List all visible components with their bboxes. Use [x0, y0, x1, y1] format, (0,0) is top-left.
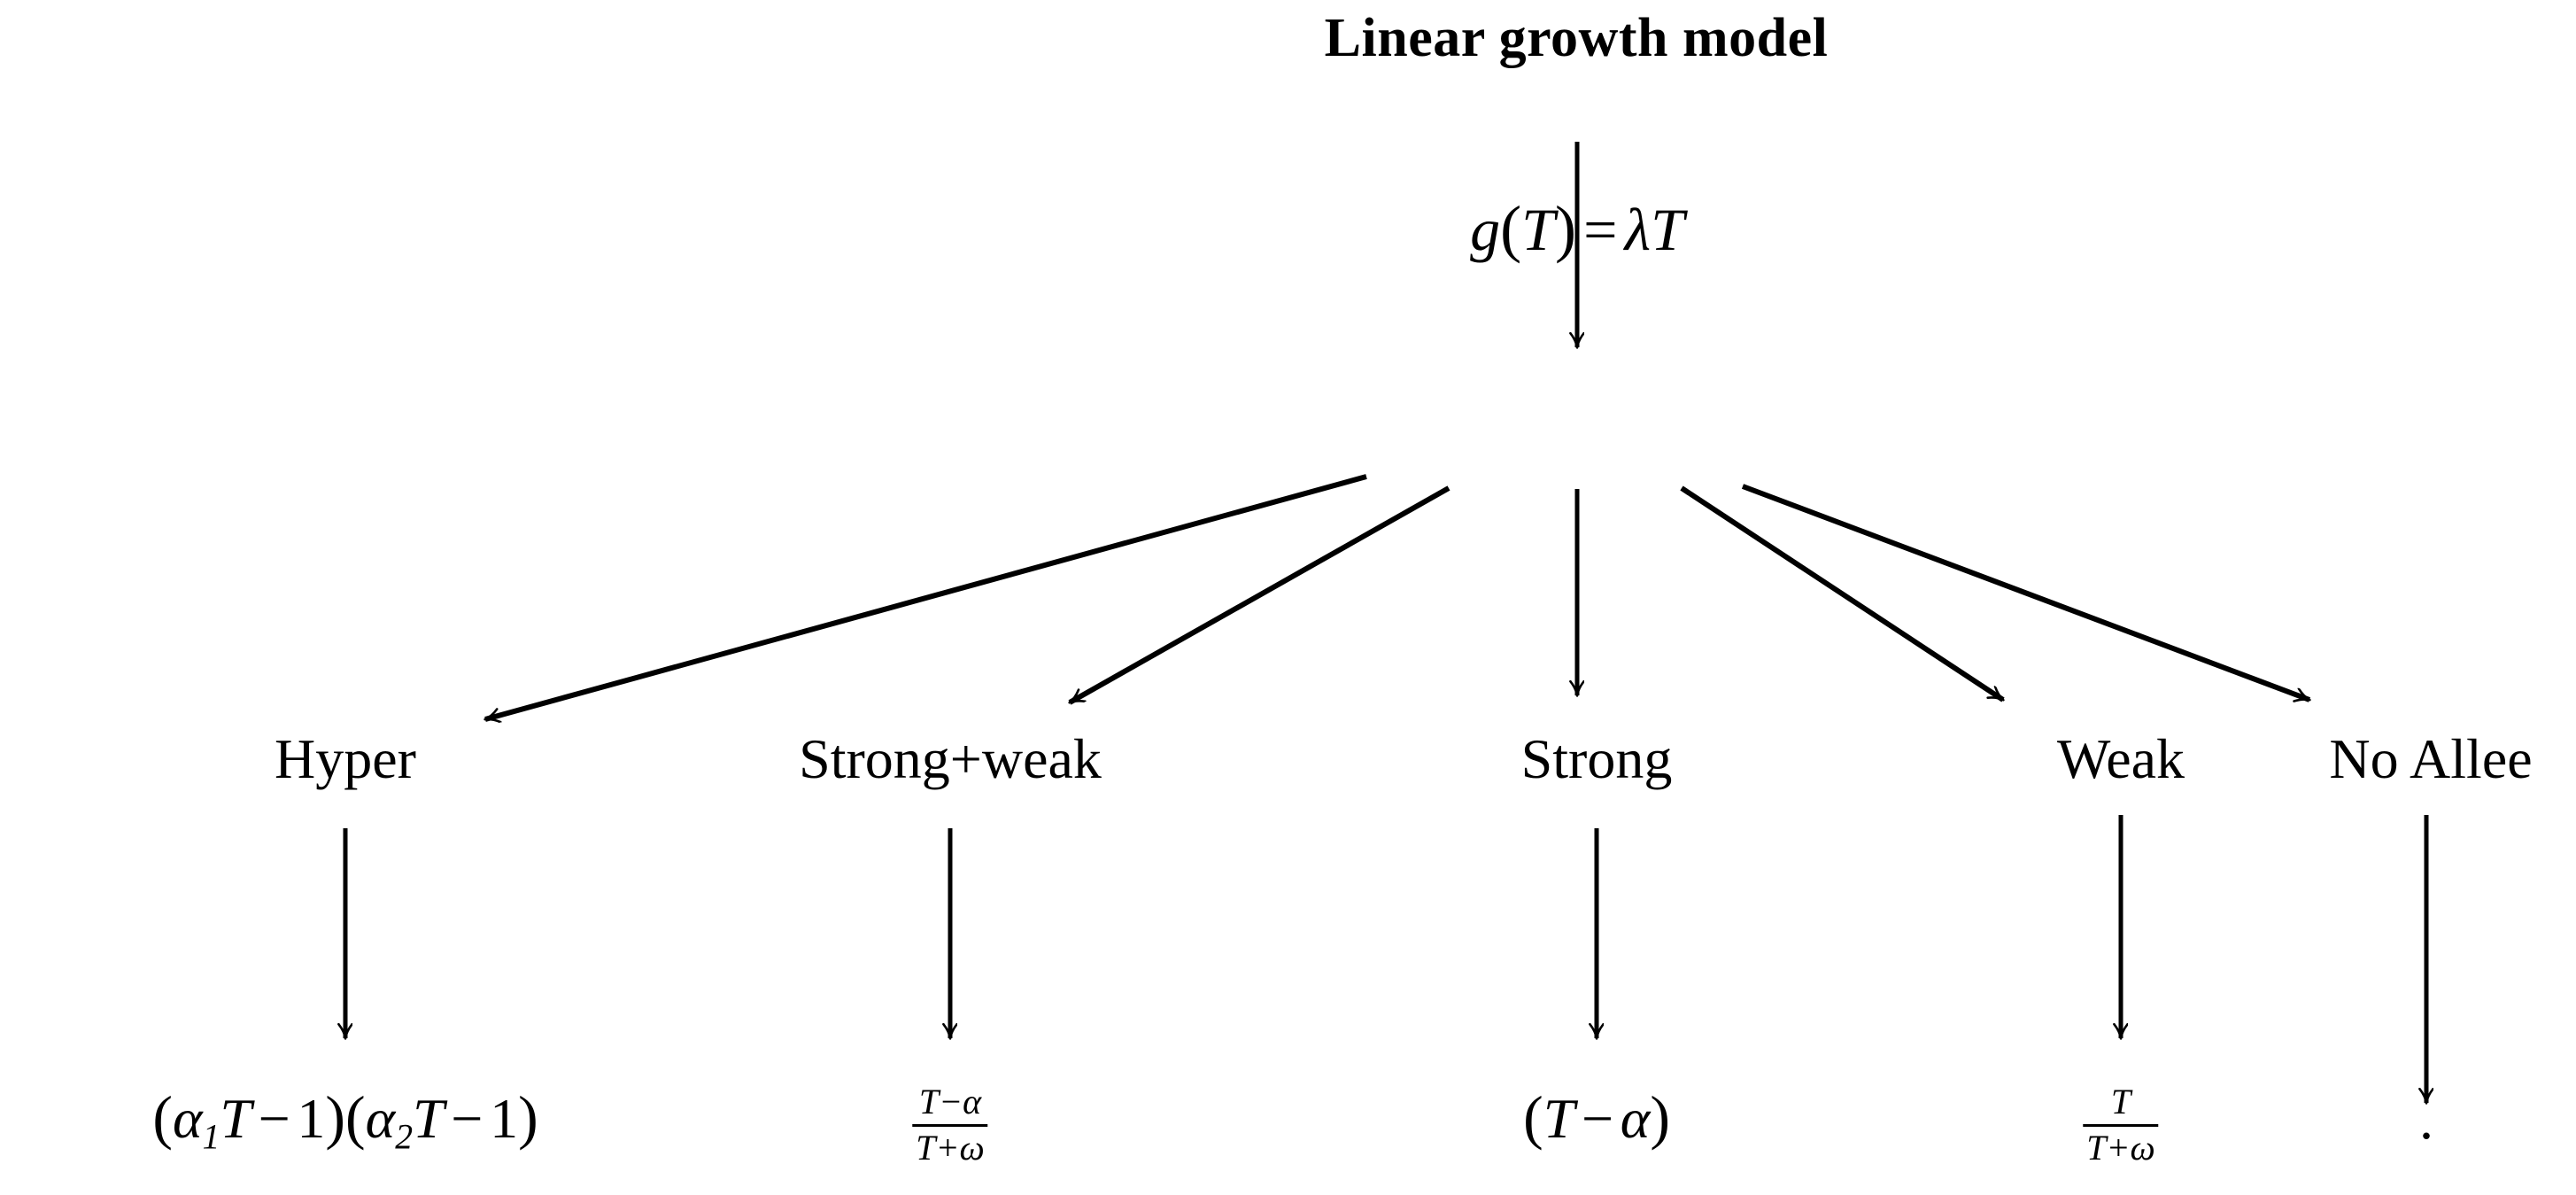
strong-weak-fraction: T−α T+ω — [912, 1082, 988, 1168]
branch-label-no-allee: No Allee — [2329, 727, 2533, 790]
hyper-one-2: 1 — [490, 1087, 519, 1150]
root-equation-close-paren: ) — [1554, 193, 1576, 264]
arrow-root-to-no-allee — [1741, 484, 2309, 700]
root-equation-variable: T — [1651, 196, 1684, 263]
branch-formula-hyper: (α1T−1)(α2T−1) — [152, 1088, 538, 1155]
arrow-root-to-hyper — [485, 474, 1367, 719]
strong-close-paren: ) — [1650, 1084, 1670, 1151]
branch-formula-strong: (T−α) — [1523, 1088, 1670, 1148]
root-equation-arg: T — [1521, 196, 1555, 263]
hyper-variable-2: T — [413, 1087, 445, 1150]
arrow-root-to-strong-weak — [1070, 485, 1450, 705]
hyper-open-paren-2: ( — [345, 1084, 366, 1151]
strong-weak-denominator: T+ω — [912, 1123, 988, 1168]
strong-variable: T — [1543, 1087, 1575, 1150]
hyper-one-1: 1 — [297, 1087, 326, 1150]
hyper-alpha-1: α — [172, 1087, 203, 1150]
hyper-open-paren-1: ( — [152, 1084, 173, 1151]
root-equation-coefficient: λ — [1624, 196, 1652, 263]
arrow-root-to-weak — [1680, 485, 2005, 702]
weak-fraction: T T+ω — [2083, 1082, 2159, 1168]
branch-label-hyper: Hyper — [275, 727, 416, 790]
weak-denominator: T+ω — [2083, 1123, 2159, 1168]
root-equation-fn: g — [1470, 196, 1501, 263]
hyper-subscript-2: 2 — [395, 1117, 414, 1157]
strong-open-paren: ( — [1523, 1084, 1543, 1151]
root-equation-node: g(T)=λT — [1470, 197, 1684, 260]
branch-label-weak: Weak — [2056, 727, 2185, 790]
strong-weak-numerator: T−α — [918, 1082, 982, 1121]
diagram-title: Linear growth model — [1324, 8, 1829, 68]
root-equation-open-paren: ( — [1500, 193, 1522, 264]
strong-minus: − — [1581, 1087, 1614, 1150]
hyper-variable-1: T — [220, 1087, 251, 1150]
hyper-alpha-2: α — [365, 1087, 396, 1150]
branch-label-strong: Strong — [1520, 727, 1673, 790]
strong-alpha: α — [1620, 1087, 1651, 1150]
branch-formula-weak: T T+ω — [2083, 1082, 2159, 1168]
hyper-minus-1: − — [258, 1087, 290, 1150]
hyper-close-paren-2: ) — [518, 1084, 538, 1151]
branch-formula-strong-weak: T−α T+ω — [912, 1082, 988, 1168]
root-equation-equals: = — [1583, 196, 1618, 263]
hyper-close-paren-1: ) — [325, 1084, 345, 1151]
hyper-subscript-1: 1 — [202, 1117, 220, 1157]
branch-formula-no-allee: . — [2419, 1088, 2433, 1151]
branch-label-strong-weak: Strong+weak — [799, 727, 1102, 790]
hyper-minus-2: − — [451, 1087, 483, 1150]
weak-numerator: T — [2110, 1082, 2131, 1121]
